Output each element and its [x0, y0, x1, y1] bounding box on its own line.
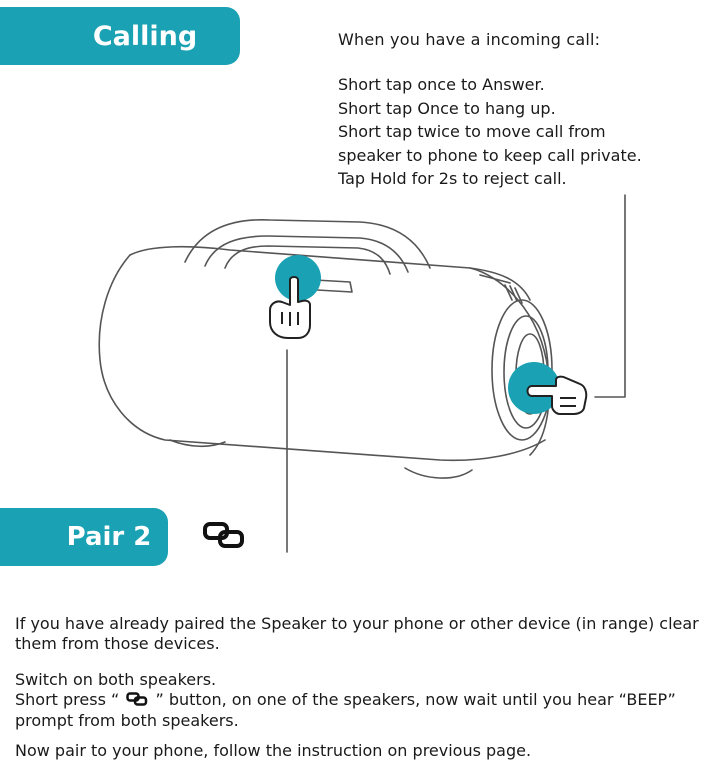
calling-section-tab: Calling: [0, 7, 240, 65]
calling-step: speaker to phone to keep call private.: [338, 145, 642, 165]
calling-steps-list: Short tap once to Answer. Short tap Once…: [338, 73, 642, 191]
calling-step: Short tap Once to hang up.: [338, 98, 556, 118]
calling-step: Short tap twice to move call from: [338, 122, 606, 141]
pair-paragraph-clear-devices: If you have already paired the Speaker t…: [15, 614, 699, 653]
hand-pointer-icon: [269, 276, 311, 339]
link-chain-icon: [126, 691, 148, 711]
pair-paragraph-instructions: Switch on both speakers. Short press “ ”…: [15, 670, 705, 731]
pair-section-tab: Pair 2: [0, 508, 168, 566]
calling-tab-label: Calling: [92, 20, 198, 52]
pair-instruction-line: Switch on both speakers.: [15, 670, 217, 689]
calling-step: Short tap once to Answer.: [338, 75, 545, 94]
pair-instruction-before-icon: Short press “: [15, 690, 120, 709]
calling-intro-text: When you have a incoming call:: [338, 30, 601, 49]
link-chain-icon: [202, 521, 246, 553]
speaker-illustration: [98, 194, 626, 553]
pair-instruction-after-icon: ” button, on one of the speakers, now wa…: [15, 690, 676, 730]
hand-pointer-icon: [526, 375, 588, 415]
pair-tab-label: Pair 2: [66, 522, 152, 552]
pair-paragraph-next-step: Now pair to your phone, follow the instr…: [15, 741, 532, 760]
calling-step: Tap Hold for 2s to reject call.: [338, 169, 567, 188]
